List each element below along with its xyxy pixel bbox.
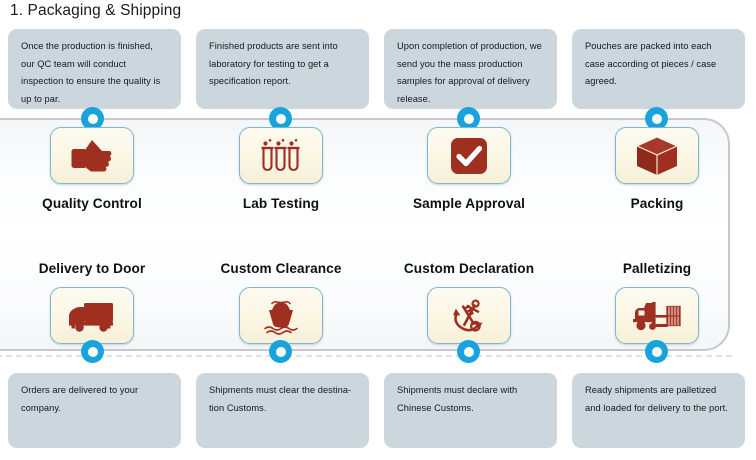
stage-icon-card-palletizing bbox=[615, 287, 699, 344]
stage-label: Palletizing bbox=[622, 261, 692, 276]
stage-icon-card-custom-clearance bbox=[239, 287, 323, 344]
delivery-truck-icon bbox=[51, 288, 133, 343]
note-box: Orders are delivered to your company. bbox=[8, 373, 181, 448]
checkmark-box-icon bbox=[428, 128, 510, 183]
note-box: Once the production is finished, our QC … bbox=[8, 29, 181, 109]
stage-icon-card-packing bbox=[615, 127, 699, 184]
stage-label: Custom Declaration bbox=[403, 261, 535, 276]
thumbs-up-icon bbox=[51, 128, 133, 183]
note-box: Upon completion of production, we send y… bbox=[384, 29, 557, 109]
key-anchor-icon bbox=[428, 288, 510, 343]
stage-icon-card-custom-declaration bbox=[427, 287, 511, 344]
timeline-marker bbox=[457, 340, 480, 363]
stage-label: Sample Approval bbox=[412, 196, 526, 211]
box-3d-icon bbox=[616, 128, 698, 183]
stage-icon-card-delivery-to-door bbox=[50, 287, 134, 344]
stage-label: Custom Clearance bbox=[220, 261, 342, 276]
note-box: Shipments must clear the destina-tion Cu… bbox=[196, 373, 369, 448]
note-box: Finished products are sent into laborato… bbox=[196, 29, 369, 109]
stage-label: Packing bbox=[630, 196, 684, 211]
stage-label: Lab Testing bbox=[242, 196, 320, 211]
stage-icon-card-quality-control bbox=[50, 127, 134, 184]
page-title: 1. Packaging & Shipping bbox=[10, 2, 182, 19]
stage-icon-card-sample-approval bbox=[427, 127, 511, 184]
note-box: Pouches are packed into each case accord… bbox=[572, 29, 745, 109]
timeline-marker bbox=[645, 340, 668, 363]
timeline-marker bbox=[269, 340, 292, 363]
timeline-marker bbox=[457, 107, 480, 130]
stage-icon-card-lab-testing bbox=[239, 127, 323, 184]
forklift-icon bbox=[616, 288, 698, 343]
stage-label: Delivery to Door bbox=[38, 261, 146, 276]
note-box: Ready shipments are palletized and loade… bbox=[572, 373, 745, 448]
cargo-ship-icon bbox=[240, 288, 322, 343]
timeline-divider bbox=[0, 355, 732, 357]
timeline-marker bbox=[645, 107, 668, 130]
timeline-marker bbox=[81, 340, 104, 363]
stage-label: Quality Control bbox=[42, 196, 142, 211]
timeline-marker bbox=[269, 107, 292, 130]
timeline-marker bbox=[81, 107, 104, 130]
note-box: Shipments must declare with Chinese Cust… bbox=[384, 373, 557, 448]
test-tubes-icon bbox=[240, 128, 322, 183]
